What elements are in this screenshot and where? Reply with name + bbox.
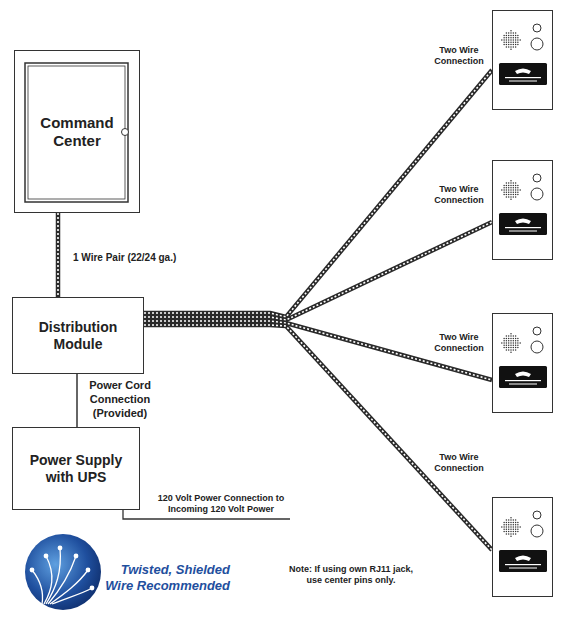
connection-label: Two Wire Connection	[429, 332, 489, 355]
phone-faceplate	[493, 161, 552, 259]
connection-label: Two Wire Connection	[429, 452, 489, 475]
wire-connector	[144, 325, 492, 550]
wire-connector	[144, 70, 492, 317]
box-title: Power Supply with UPS	[24, 452, 128, 486]
phone-faceplate	[493, 314, 552, 412]
command-cabinet: Command Center	[14, 50, 140, 213]
wire-connector	[144, 321, 492, 380]
wire-connector	[77, 374, 78, 427]
box-title: Distribution Module	[18, 319, 138, 353]
wire-label: 1 Wire Pair (22/24 ga.)	[73, 252, 176, 265]
box-title: Command Center	[31, 114, 123, 150]
note-text: Note: If using own RJ11 jack, use center…	[280, 564, 422, 587]
connection-label: Two Wire Connection	[429, 45, 489, 68]
wire-connector	[144, 222, 492, 320]
phone-station: Two Wire Connection	[492, 160, 553, 260]
wire-connector	[58, 213, 59, 297]
connection-label: Two Wire Connection	[429, 184, 489, 207]
equipment-box: Distribution Module	[12, 297, 144, 374]
phone-faceplate	[493, 11, 552, 109]
phone-station: Two Wire Connection	[492, 10, 553, 110]
equipment-box: Power Supply with UPS	[12, 427, 140, 510]
wire-note: 120 Volt Power Connection to Incoming 12…	[154, 493, 288, 516]
phone-faceplate	[493, 498, 552, 596]
fiber-logo	[25, 534, 101, 610]
logo-caption: Twisted, Shielded Wire Recommended	[102, 562, 230, 595]
phone-station: Two Wire Connection	[492, 497, 553, 597]
wire-label: Power Cord Connection (Provided)	[82, 379, 158, 420]
phone-station: Two Wire Connection	[492, 313, 553, 413]
